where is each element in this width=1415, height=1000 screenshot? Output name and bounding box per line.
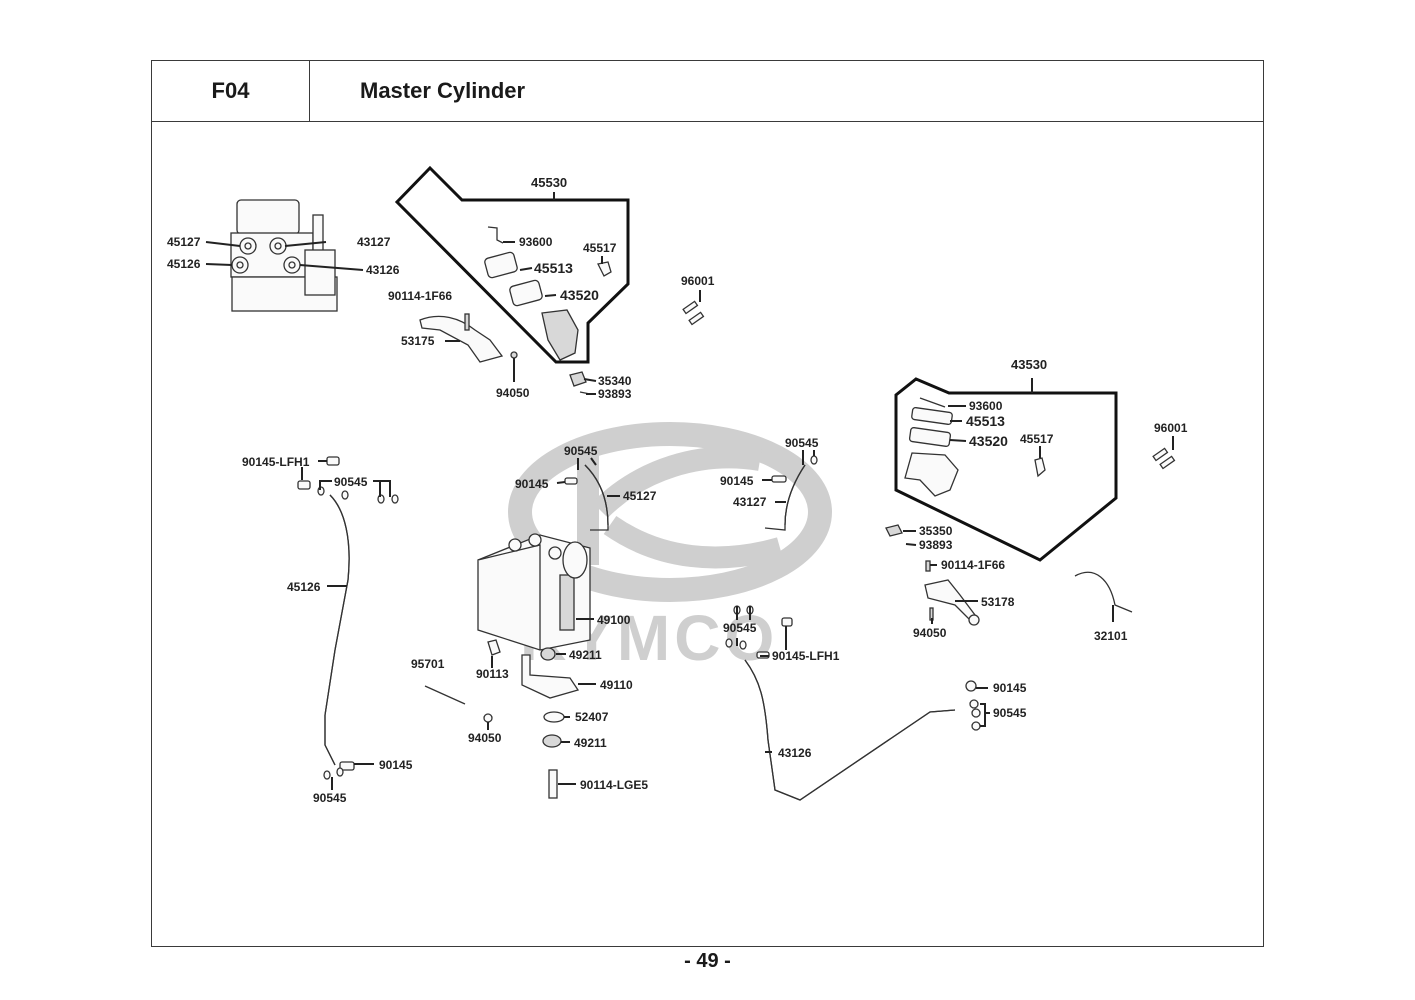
part-label: 49211 (574, 736, 607, 750)
part-label: 93600 (969, 399, 1003, 413)
part-label: 43127 (733, 495, 767, 509)
part-label: 35340 (598, 374, 632, 388)
part-label: 90114-1F66 (941, 558, 1005, 572)
part-label: 90145 (379, 758, 413, 772)
part-label: 90145 (515, 477, 549, 491)
leader-lines (205, 241, 1041, 790)
part-label: 90145 (720, 474, 754, 488)
hose-45127-mid (564, 464, 609, 531)
part-label: 45126 (287, 580, 321, 594)
hose-45126-left (297, 456, 399, 780)
part-label: 53178 (981, 595, 1015, 609)
part-label: 32101 (1094, 629, 1128, 643)
part-label: 90114-1F66 (388, 289, 452, 303)
part-label: 96001 (1154, 421, 1188, 435)
part-label: 45517 (1020, 432, 1054, 446)
diagram-frame (151, 60, 1264, 947)
part-label: 43127 (357, 235, 391, 249)
part-label: 49110 (600, 678, 633, 692)
part-label: 52407 (575, 710, 609, 724)
hose-43127-mid (764, 455, 818, 531)
part-label: 90545 (334, 475, 368, 489)
abs-modulator-top-view (230, 199, 338, 312)
abs-mount-parts (424, 639, 580, 799)
part-label: 90545 (313, 791, 347, 805)
part-label: 90545 (564, 444, 598, 458)
part-label: 43520 (969, 433, 1008, 449)
left-kit-parts (419, 226, 612, 395)
part-label: 93893 (598, 387, 632, 401)
part-label: 45127 (623, 489, 657, 503)
part-labels: 45127 45126 43127 43126 45530 93600 4551… (167, 175, 1188, 805)
kit-outline-45530 (394, 165, 630, 364)
bolt-96001-a (682, 290, 705, 326)
part-label: 53175 (401, 334, 435, 348)
part-label: 90545 (785, 436, 819, 450)
part-label: 45517 (583, 241, 617, 255)
part-label: 45513 (534, 260, 573, 276)
right-kit-parts (885, 397, 1046, 537)
part-label: 93600 (519, 235, 553, 249)
part-label: 45513 (966, 413, 1005, 429)
part-label: 90545 (723, 621, 757, 635)
section-code: F04 (211, 78, 250, 103)
page-number: - 49 - (684, 950, 731, 972)
part-label: 94050 (913, 626, 947, 640)
kit-outline-43530 (894, 377, 1118, 562)
part-label: 43520 (560, 287, 599, 303)
part-label: 90145-LFH1 (772, 649, 840, 663)
right-lever-parts (924, 560, 980, 626)
header-divider (151, 121, 1264, 122)
bolt-96001-b (1152, 436, 1176, 470)
part-label: 90145 (993, 681, 1027, 695)
part-label: 43126 (366, 263, 400, 277)
part-label: 93893 (919, 538, 953, 552)
kit-label-43530: 43530 (1011, 357, 1047, 372)
part-label: 35350 (919, 524, 953, 538)
wire-32101 (1074, 571, 1133, 613)
part-label: 95701 (411, 657, 445, 671)
part-label: 45126 (167, 257, 201, 271)
part-label: 45127 (167, 235, 201, 249)
part-label: 90545 (993, 706, 1027, 720)
part-label: 90113 (476, 667, 509, 681)
part-label: 94050 (496, 386, 530, 400)
part-label: 94050 (468, 731, 502, 745)
part-label: 49100 (597, 613, 631, 627)
page-title: Master Cylinder (360, 78, 526, 103)
abs-unit-49100 (477, 533, 591, 651)
kit-label-45530: 45530 (531, 175, 567, 190)
part-label: 49211 (569, 648, 602, 662)
part-label: 96001 (681, 274, 715, 288)
part-label: 90114-LGE5 (580, 778, 648, 792)
part-label: 90145-LFH1 (242, 455, 310, 469)
part-label: 43126 (778, 746, 812, 760)
